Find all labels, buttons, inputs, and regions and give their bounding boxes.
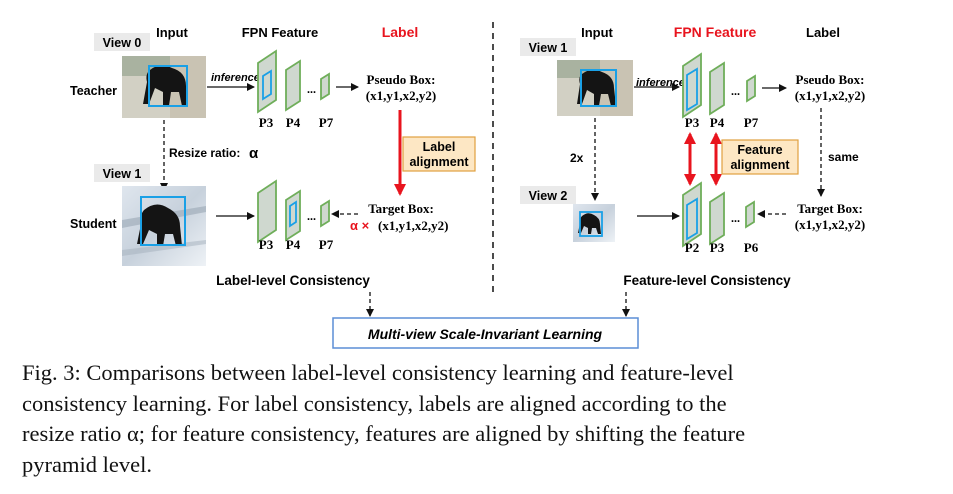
right-feature-alignment-box: Feature alignment [721, 139, 799, 175]
left-teacher-label: Teacher [70, 84, 117, 98]
right-bottom-level-p3: P3 [710, 240, 725, 255]
left-section-title: Label-level Consistency [216, 273, 370, 288]
right-col-feature: FPN Feature [674, 24, 757, 40]
right-top-ellipsis: ... [731, 84, 740, 98]
left-col-label: Label [382, 24, 419, 40]
left-align-line2: alignment [409, 155, 469, 169]
right-bottom-ellipsis: ... [731, 211, 740, 225]
left-top-level-p4: P4 [286, 115, 301, 130]
right-top-level-p7: P7 [744, 115, 759, 130]
left-target-alpha: α × [350, 218, 370, 233]
right-target-title: Target Box: [797, 201, 863, 216]
right-top-level-p3: P3 [685, 115, 700, 130]
left-pseudo-value: (x1,y1,x2,y2) [366, 88, 436, 103]
left-teacher-ellipsis: ... [307, 82, 316, 96]
right-view2-tag: View 2 [520, 186, 576, 204]
left-bottom-level-p7: P7 [319, 237, 334, 252]
left-teacher-fpn [257, 49, 330, 114]
right-same-label: same [828, 150, 859, 164]
right-align-line2: alignment [730, 158, 790, 172]
right-view1-label: View 1 [529, 41, 568, 55]
right-bottom-fpn [682, 181, 755, 248]
left-teacher-image [122, 56, 206, 118]
left-view0-label: View 0 [103, 36, 142, 50]
left-bottom-level-p3: P3 [259, 237, 274, 252]
caption-line-2: consistency learning. For label consiste… [22, 390, 727, 416]
right-bottom-level-p6: P6 [744, 240, 759, 255]
right-col-input: Input [581, 25, 613, 40]
left-student-label: Student [70, 217, 117, 231]
left-resize-label: Resize ratio: [169, 146, 240, 160]
right-bottom-level-p2: P2 [685, 240, 699, 255]
right-top-fpn [682, 52, 756, 119]
left-view1-tag: View 1 [94, 164, 150, 182]
left-pseudo-title: Pseudo Box: [367, 72, 436, 87]
figure-diagram: Input FPN Feature Label View 0 Teacher i… [70, 22, 865, 349]
right-view1-image [557, 60, 633, 116]
left-target-title: Target Box: [368, 201, 434, 216]
left-top-level-p7: P7 [319, 115, 334, 130]
right-align-line1: Feature [737, 143, 782, 157]
caption-line-4: pyramid level. [22, 451, 152, 477]
left-top-level-p3: P3 [259, 115, 274, 130]
right-target-value: (x1,y1,x2,y2) [795, 217, 865, 232]
figure-caption: Fig. 3: Comparisons between label-level … [22, 358, 932, 480]
right-view2-image [573, 204, 615, 242]
right-inference-label: inference [636, 77, 685, 89]
right-section-title: Feature-level Consistency [623, 273, 791, 288]
right-pseudo-value: (x1,y1,x2,y2) [795, 88, 865, 103]
left-target-value: (x1,y1,x2,y2) [378, 218, 448, 233]
left-student-image [122, 186, 206, 266]
left-inference-label: inference [211, 72, 260, 84]
left-student-ellipsis: ... [307, 209, 316, 223]
caption-line-1: Fig. 3: Comparisons between label-level … [22, 360, 734, 385]
caption-line-3: resize ratio α; for feature consistency,… [22, 421, 746, 446]
right-pseudo-title: Pseudo Box: [796, 72, 865, 87]
right-view1-tag: View 1 [520, 38, 576, 56]
right-col-label: Label [806, 25, 840, 40]
right-view2-label: View 2 [529, 189, 568, 203]
left-student-fpn [257, 179, 330, 244]
left-label-alignment-box: Label alignment [402, 136, 476, 172]
left-col-input: Input [156, 25, 188, 40]
left-col-feature: FPN Feature [242, 25, 319, 40]
left-view0-tag: View 0 [94, 33, 150, 51]
left-align-line1: Label [423, 140, 456, 154]
right-top-level-p4: P4 [710, 115, 725, 130]
left-bottom-level-p4: P4 [286, 237, 301, 252]
left-view1-label: View 1 [103, 167, 142, 181]
right-scale-label: 2x [570, 151, 584, 165]
msil-box-label: Multi-view Scale-Invariant Learning [368, 326, 603, 342]
left-resize-alpha: α [249, 145, 259, 162]
msil-box: Multi-view Scale-Invariant Learning [332, 317, 639, 349]
